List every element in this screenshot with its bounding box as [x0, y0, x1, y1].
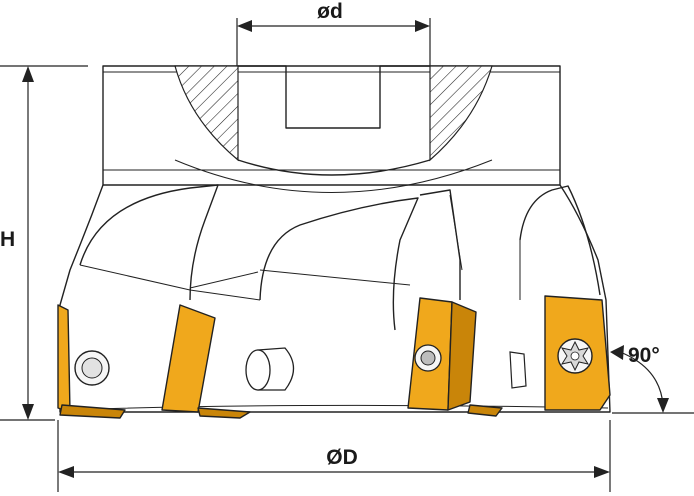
bore-section [174, 65, 493, 162]
dimension-bore-diameter [236, 18, 431, 66]
cutting-inserts [57, 295, 611, 419]
angle-indicator [610, 345, 694, 414]
coolant-stud [245, 347, 295, 391]
angle-label: 90° [628, 344, 660, 367]
height-label: H [0, 228, 15, 251]
dimension-cutter-diameter [57, 420, 611, 492]
insert-left [161, 304, 251, 419]
insert-right [544, 295, 611, 411]
cutter-lower-body [59, 159, 611, 413]
clamp-screws [74, 347, 527, 391]
coolant-stud-right [509, 351, 527, 389]
dimension-height [0, 65, 88, 421]
cutter-diameter-label: ØD [326, 446, 358, 469]
bore-diameter-label: ød [317, 0, 343, 23]
insert-far-left [57, 304, 126, 419]
insert-center [407, 297, 503, 417]
screw-left [74, 350, 110, 386]
cutter-upper-body [102, 65, 561, 186]
